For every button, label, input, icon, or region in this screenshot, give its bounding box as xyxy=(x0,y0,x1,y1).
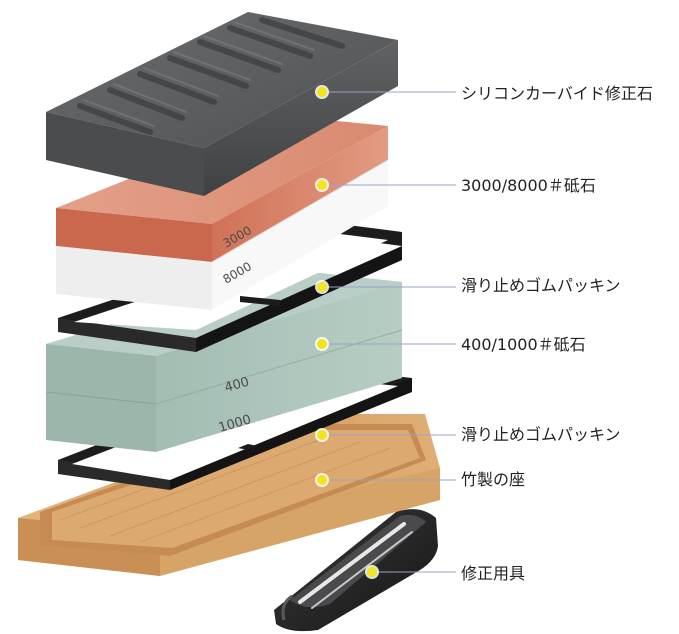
marker-fine-stone xyxy=(315,178,329,192)
label-bamboo-base: 竹製の座 xyxy=(461,470,526,489)
label-lower-rubber-frame: 滑り止めゴムパッキン xyxy=(461,425,621,444)
label-upper-rubber-frame: 滑り止めゴムパッキン xyxy=(461,276,621,295)
label-angle-guide: 修正用具 xyxy=(461,564,526,583)
marker-angle-guide xyxy=(365,565,379,579)
bamboo-base xyxy=(18,414,440,576)
marker-upper-frame xyxy=(315,280,329,294)
label-fine-stone: 3000/8000＃砥石 xyxy=(461,176,596,195)
part-markers xyxy=(315,85,379,579)
silicon-carbide-stone xyxy=(46,12,398,196)
leader-lines xyxy=(322,91,456,573)
angle-guide-tool xyxy=(274,509,438,632)
marker-silicon-stone xyxy=(315,85,329,99)
marker-bamboo-base xyxy=(315,473,329,487)
label-coarse-stone: 400/1000＃砥石 xyxy=(461,335,586,354)
grit-mark-400: 400 xyxy=(223,375,251,396)
marker-coarse-stone xyxy=(315,337,329,351)
marker-lower-frame xyxy=(315,428,329,442)
label-silicon-carbide-stone: シリコンカーバイド修正石 xyxy=(461,84,653,103)
